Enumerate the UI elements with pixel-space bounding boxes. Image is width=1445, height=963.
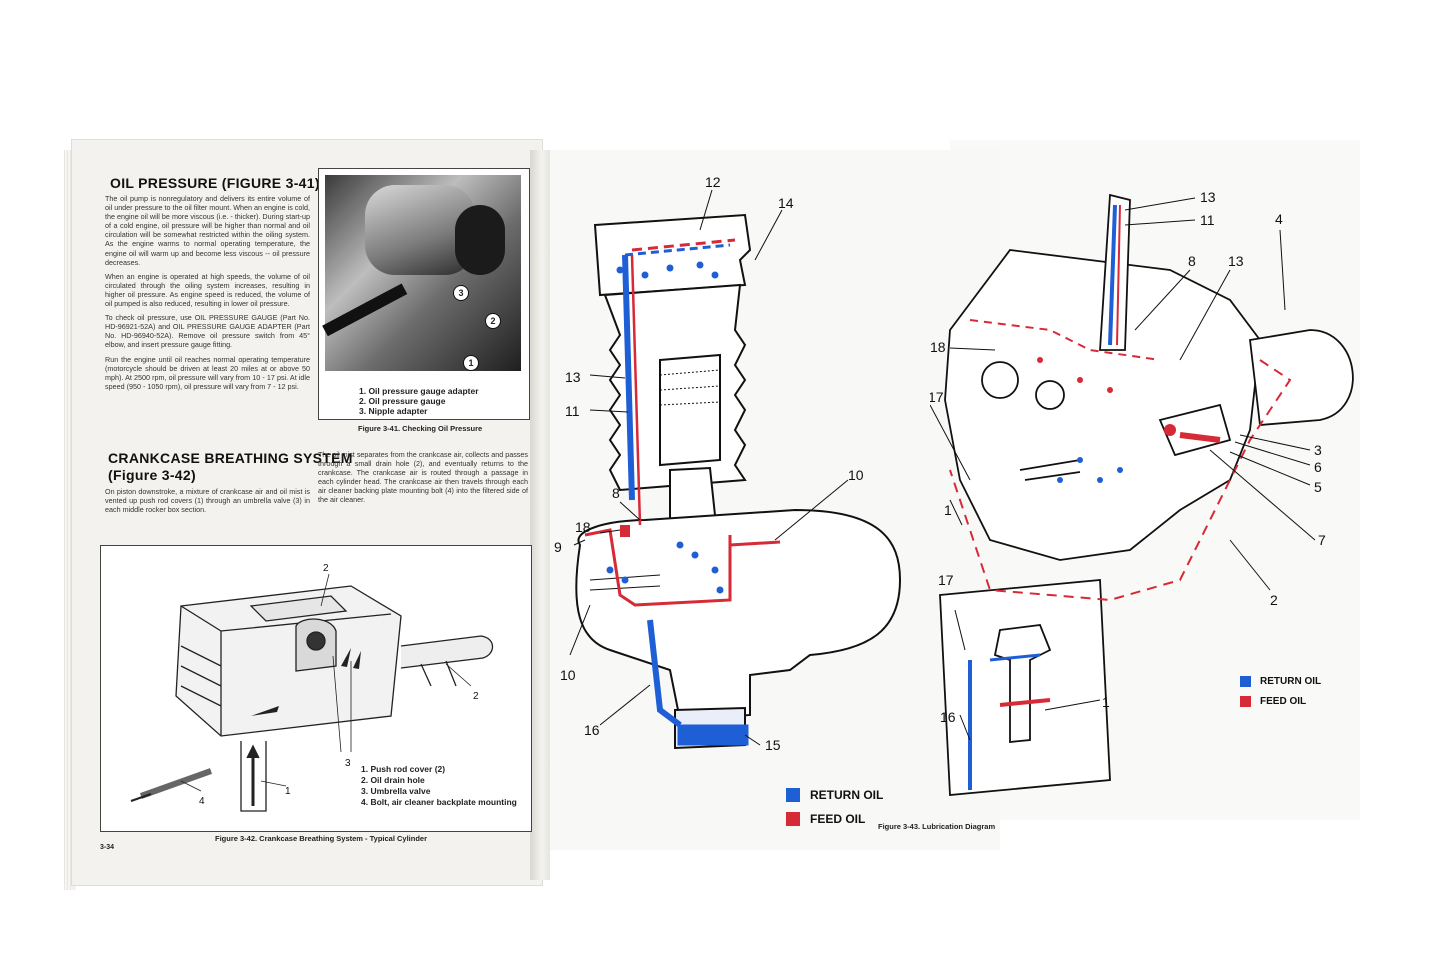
detail-label-1b: 1 — [1102, 694, 1110, 710]
book-gutter — [530, 150, 550, 880]
photo-callout-3: 3 — [453, 285, 469, 301]
diagram-label-18: 18 — [575, 519, 591, 535]
figure-3-43-caption: Figure 3-43. Lubrication Diagram — [878, 822, 996, 831]
diagram-label-13: 13 — [565, 369, 581, 385]
diagram-label-10b: 10 — [560, 667, 576, 683]
figure-3-41-legend: 1. Oil pressure gauge adapter 2. Oil pre… — [359, 386, 479, 416]
diagram-label-15: 15 — [765, 737, 781, 753]
detail-label-16: 16 — [940, 709, 956, 725]
figure-3-42-legend: 1. Push rod cover (2) 2. Oil drain hole … — [361, 764, 517, 808]
detail-label-4: 4 — [1275, 211, 1283, 227]
crankcase-p1: On piston downstroke, a mixture of crank… — [105, 487, 310, 515]
legend-item: 4. Bolt, air cleaner backplate mounting — [361, 797, 517, 807]
legend-item: 1. Push rod cover (2) — [361, 764, 446, 774]
fig42-label-2b: 2 — [473, 691, 479, 702]
fig42-label-4: 4 — [199, 796, 205, 807]
detail-label-11: 11 — [1200, 212, 1215, 228]
return-oil-label: RETURN OIL — [1260, 676, 1322, 687]
figure-3-42-box: 2 2 3 1 4 1. Push rod cover (2) 2. Oil d… — [100, 545, 532, 832]
oil-pressure-title: OIL PRESSURE (FIGURE 3-41) — [110, 175, 320, 191]
diagram-label-16: 16 — [584, 722, 600, 738]
return-oil-label: RETURN OIL — [810, 788, 884, 802]
detail-label-3: 3 — [1314, 442, 1322, 458]
legend-feed-oil: FEED OIL — [1240, 696, 1321, 707]
crankcase-text-2: The oil mist separates from the crankcas… — [318, 450, 528, 510]
feed-oil-swatch — [786, 812, 800, 826]
figure-3-41-caption: Figure 3-41. Checking Oil Pressure — [358, 424, 483, 433]
detail-label-7: 7 — [1318, 532, 1326, 548]
feed-oil-swatch — [1240, 696, 1251, 707]
photo-motor-end — [455, 205, 505, 275]
fig42-label-1: 1 — [285, 786, 291, 797]
oil-pressure-p3: To check oil pressure, use OIL PRESSURE … — [105, 313, 310, 350]
legend-return-oil: RETURN OIL — [786, 788, 883, 802]
diagram-label-11: 11 — [565, 403, 580, 419]
diagram-label-8: 8 — [612, 485, 620, 501]
oil-pressure-text: The oil pump is nonregulatory and delive… — [105, 194, 310, 396]
legend-item: 1. Oil pressure gauge adapter — [359, 386, 479, 396]
page-number: 3-34 — [100, 844, 115, 851]
photo-callout-1: 1 — [463, 355, 479, 371]
diagram-label-9: 9 — [554, 539, 562, 555]
detail-label-2: 2 — [1270, 592, 1278, 608]
crankcase-p2: The oil mist separates from the crankcas… — [318, 450, 528, 505]
detail-label-1a: 1 — [944, 502, 952, 518]
return-oil-swatch — [1240, 676, 1251, 687]
feed-oil-label: FEED OIL — [810, 812, 866, 826]
detail-label-5: 5 — [1314, 479, 1322, 495]
detail-label-13b: 13 — [1228, 253, 1244, 269]
photo-pipe — [322, 283, 408, 337]
detail-label-8: 8 — [1188, 253, 1196, 269]
figure-3-42-caption: Figure 3-42. Crankcase Breathing System … — [215, 834, 428, 843]
crankcase-title: CRANKCASE BREATHING SYSTEM — [108, 450, 353, 466]
oil-pressure-p4: Run the engine until oil reaches normal … — [105, 354, 310, 391]
detail-label-17a: 17 — [930, 389, 944, 405]
diagram-label-14: 14 — [778, 195, 794, 211]
diagram-label-12: 12 — [705, 174, 721, 190]
legend-item: 3. Umbrella valve — [361, 786, 431, 796]
fig42-label-2a: 2 — [323, 563, 329, 574]
diagram-label-10a: 10 — [848, 467, 864, 483]
legend-feed-oil: FEED OIL — [786, 812, 883, 826]
diagram-legend: RETURN OIL FEED OIL — [786, 788, 883, 836]
return-oil-swatch — [786, 788, 800, 802]
legend-item: 2. Oil pressure gauge — [359, 396, 446, 406]
oil-pressure-p1: The oil pump is nonregulatory and delive… — [105, 194, 310, 267]
photo-callout-2: 2 — [485, 313, 501, 329]
detail-label-6: 6 — [1314, 459, 1322, 475]
crankcase-title-sub: (Figure 3-42) — [108, 467, 196, 483]
crankcase-detail-diagram: 13 11 8 13 4 18 17 3 6 5 1 7 2 17 16 1 — [930, 189, 1354, 796]
detail-label-17b: 17 — [938, 572, 954, 588]
legend-item: 3. Nipple adapter — [359, 406, 428, 416]
legend-item: 2. Oil drain hole — [361, 775, 425, 785]
crankcase-text-1: On piston downstroke, a mixture of crank… — [105, 487, 310, 519]
detail-label-13a: 13 — [1200, 189, 1216, 205]
legend-return-oil: RETURN OIL — [1240, 676, 1321, 687]
oil-pressure-photo: 3 2 1 — [322, 175, 521, 371]
detail-label-18: 18 — [930, 339, 946, 355]
feed-oil-label: FEED OIL — [1260, 696, 1307, 707]
detail-legend: RETURN OIL FEED OIL — [1240, 676, 1321, 716]
lubrication-diagram: 12 14 13 11 8 18 9 10 10 16 15 — [554, 174, 902, 753]
figure-3-41-box: 3 2 1 1. Oil pressure gauge adapter 2. O… — [318, 168, 530, 420]
crankcase-breathing-drawing: 2 2 3 1 4 — [130, 563, 494, 812]
oil-pressure-p2: When an engine is operated at high speed… — [105, 271, 310, 309]
fig42-label-3: 3 — [345, 758, 351, 769]
